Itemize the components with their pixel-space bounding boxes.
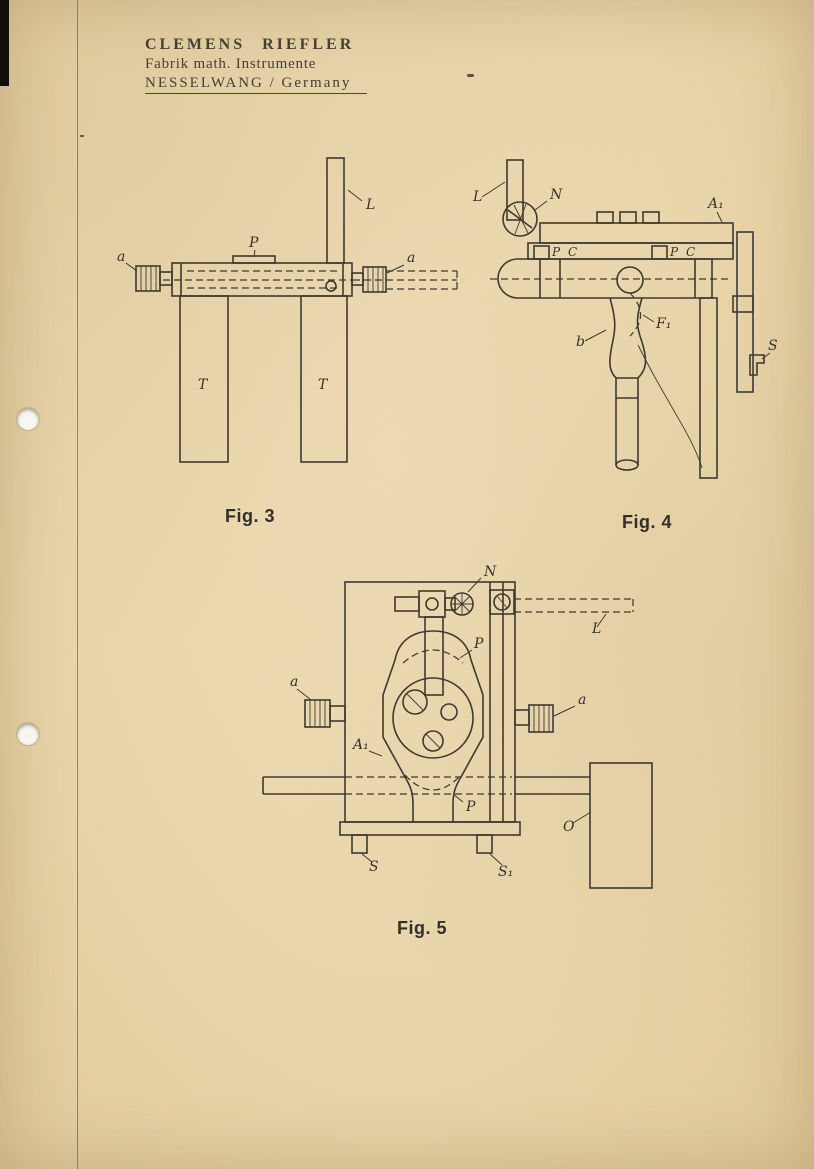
fig5-base [339, 821, 521, 854]
fig5-label-s: S [369, 859, 379, 875]
fig3-label-p: P [248, 235, 259, 251]
punch-hole-top [17, 408, 39, 430]
letterhead: CLEMENS RIEFLER Fabrik math. Instrumente… [145, 36, 368, 94]
page-fold-line [77, 0, 78, 1169]
fig4-s-bracket [749, 354, 765, 376]
fig4-leader-lines [481, 181, 771, 360]
fig5-right-knob [514, 704, 554, 733]
fig4-drawing: L N P C P C A₁ b F₁ S [472, 159, 778, 479]
fig4-pivot-arc [629, 292, 642, 337]
punch-hole-bottom [17, 723, 39, 745]
fig5-dashed-arcs [402, 649, 464, 791]
fig5-slot [424, 616, 444, 696]
fig4-label-c2: C [686, 245, 695, 259]
fig3-label-t-left: T [198, 377, 209, 393]
fig3-blade [326, 157, 345, 264]
fig5-label-a-right: a [578, 692, 586, 708]
fig5-label-s1: S₁ [498, 864, 513, 880]
company-location: NESSELWANG / Germany [145, 75, 368, 94]
fig5-pivot-block [489, 589, 515, 615]
fig5-dashed-arm [514, 598, 634, 613]
fig3-label-a-left: a [117, 249, 125, 265]
fig5-label-o: O [563, 819, 575, 835]
fig5-label-p-top: P [473, 636, 484, 652]
fig5-wheel [392, 677, 474, 759]
fig3-leg-left [179, 295, 229, 463]
fig3-leg-right [300, 295, 348, 463]
fig3-caption: Fig. 3 [225, 506, 276, 526]
fig4-label-l: L [472, 189, 482, 205]
fig4-label-a1: A₁ [706, 196, 724, 212]
fig5-label-a-left: a [290, 674, 298, 690]
fig5-label-a1: A₁ [351, 737, 369, 753]
fig5-leader-lines [296, 577, 607, 866]
fig4-caption: Fig. 4 [622, 512, 673, 532]
fig5-body [344, 581, 516, 823]
fig4-right-rod [699, 297, 718, 479]
fig4-label-n: N [549, 187, 563, 203]
fig4-main-body [490, 258, 732, 299]
fig5-label-l: L [591, 621, 601, 637]
fig5-caption: Fig. 5 [397, 918, 448, 938]
fig4-pen-leg [609, 297, 647, 471]
scan-speck [80, 135, 84, 137]
fig4-right-plate [732, 231, 754, 393]
fig5-label-n: N [483, 565, 497, 580]
fig3-left-knob [135, 265, 173, 292]
fig4-label-c1: C [568, 245, 577, 259]
fig3-drawing: L P a a T T [117, 157, 458, 463]
fig4-label-p2: P [669, 245, 679, 259]
fig5-cross-bar [262, 776, 590, 795]
scan-speck [467, 74, 474, 77]
fig4-label-b: b [576, 334, 585, 350]
fig4-label-p1: P [551, 245, 561, 259]
fig5-left-knob [304, 699, 346, 728]
fig3-main-bar [163, 255, 353, 297]
fig3-dashed-rod [353, 270, 458, 290]
fig4-spring-curve [637, 344, 703, 469]
fig3-leader-lines [125, 189, 405, 274]
fig4-lever [506, 159, 524, 221]
fig3-label-a-right: a [407, 250, 415, 266]
fig4-top-bar [527, 211, 734, 260]
fig5-top-mechanism [394, 590, 474, 618]
fig5-counterweight [589, 762, 653, 889]
fig4-label-s: S [768, 338, 778, 354]
company-name: CLEMENS RIEFLER [145, 36, 355, 53]
fig5-shield-outline [382, 630, 484, 822]
fig4-knurled-screw [502, 201, 538, 237]
scan-corner-artifact [0, 0, 9, 86]
fig4-label-f1: F₁ [655, 316, 671, 332]
fig5-drawing: N L P a a A₁ P O S S₁ [262, 565, 653, 889]
company-subtitle: Fabrik math. Instrumente [145, 56, 317, 72]
fig5-label-p-bottom: P [465, 799, 476, 815]
fig3-label-l: L [365, 197, 375, 213]
fig3-label-t-right: T [318, 377, 329, 393]
